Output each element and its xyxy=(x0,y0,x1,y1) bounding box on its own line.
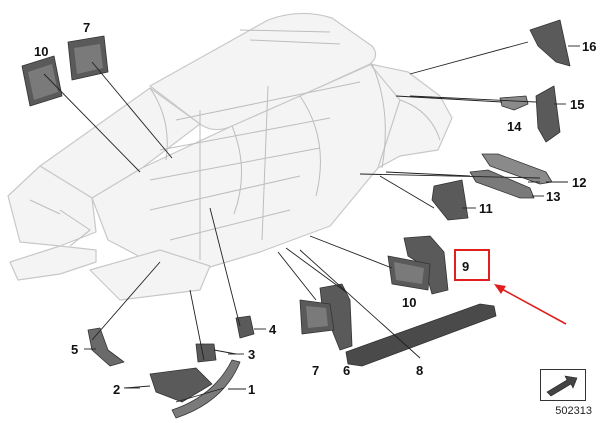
label-8: 8 xyxy=(416,363,424,378)
part-14 xyxy=(499,95,529,111)
label-4: 4 xyxy=(269,322,277,337)
label-9-highlighted: 9 xyxy=(462,259,470,274)
car-body-structure-lines xyxy=(29,29,441,260)
label-5: 5 xyxy=(71,342,79,357)
label-15: 15 xyxy=(570,97,585,112)
part-15 xyxy=(535,85,561,143)
label-7-lower: 7 xyxy=(312,363,320,378)
part-4 xyxy=(235,315,255,339)
highlight-arrow xyxy=(494,284,567,325)
label-10-lower: 10 xyxy=(402,295,417,310)
highlight-box xyxy=(454,249,490,281)
label-7-upper: 7 xyxy=(83,20,91,35)
label-1: 1 xyxy=(248,382,256,397)
part-3 xyxy=(195,343,217,363)
label-13: 13 xyxy=(546,189,561,204)
part-8 xyxy=(345,303,497,367)
label-10-upper: 10 xyxy=(34,44,49,59)
label-3: 3 xyxy=(248,347,256,362)
part-11 xyxy=(431,179,469,221)
label-16: 16 xyxy=(582,39,597,54)
label-14: 14 xyxy=(507,119,522,134)
part-2 xyxy=(149,367,213,403)
orientation-arrow-icon xyxy=(540,369,586,401)
leader-lines xyxy=(43,41,541,403)
label-6: 6 xyxy=(343,363,351,378)
reference-number: 502313 xyxy=(555,405,592,417)
label-2: 2 xyxy=(113,382,121,397)
label-12: 12 xyxy=(572,175,587,190)
car-body-shell xyxy=(7,12,453,301)
part-5 xyxy=(87,327,125,367)
part-16 xyxy=(529,19,571,67)
part-1 xyxy=(171,359,241,419)
label-11: 11 xyxy=(479,201,493,216)
